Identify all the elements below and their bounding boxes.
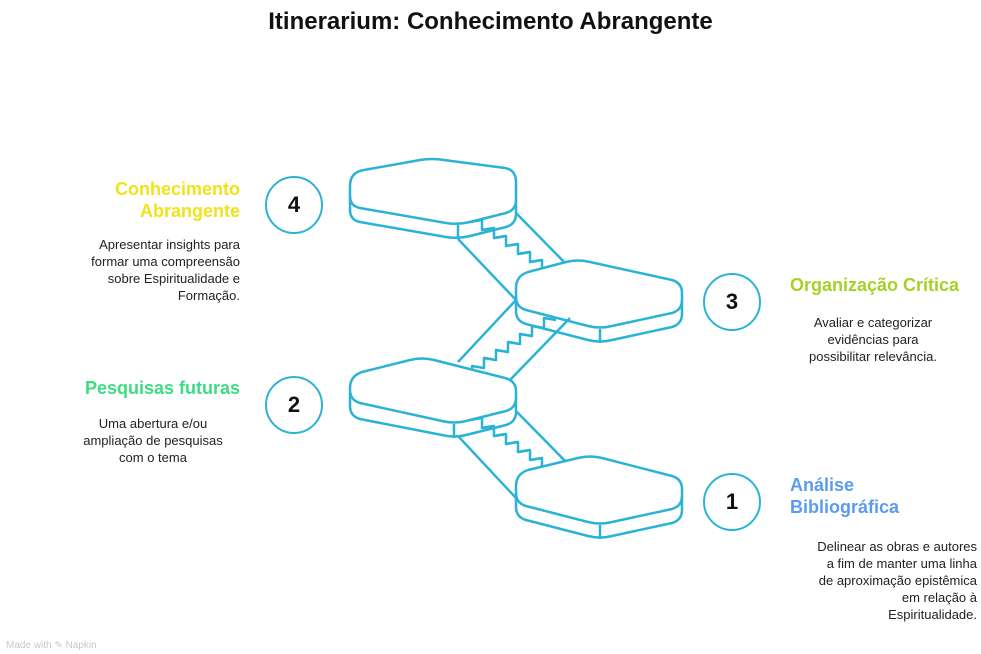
stair-3-2	[457, 299, 571, 381]
step-4-description: Apresentar insights para formar uma comp…	[91, 237, 240, 303]
made-with-napkin-watermark: Made with ✎ Napkin	[6, 640, 97, 651]
step-3-description: Avaliar e categorizar evidências para po…	[809, 315, 937, 364]
landing-3	[514, 259, 684, 343]
step-1-number-badge: 1	[703, 473, 761, 531]
step-4-number-badge: 4	[265, 176, 323, 234]
page-title: Itinerarium: Conhecimento Abrangente	[268, 8, 713, 35]
step-4-number: 4	[287, 192, 301, 217]
step-3-number-badge: 3	[703, 273, 761, 331]
step-2-title: Pesquisas futuras	[84, 378, 240, 398]
stair-4-3	[457, 212, 571, 301]
step-3-number: 3	[725, 289, 739, 314]
landing-1	[514, 455, 684, 539]
step-1-title: Análise Bibliográfica	[790, 475, 900, 517]
step-2-number: 2	[287, 392, 301, 417]
step-1-number: 1	[725, 489, 739, 514]
step-3-title: Organização Crítica	[790, 275, 960, 295]
landing-4	[348, 157, 518, 240]
landing-2	[348, 357, 518, 438]
step-1-description: Delinear as obras e autores a fim de man…	[817, 539, 977, 622]
step-4-title: Conhecimento Abrangente	[114, 179, 240, 221]
step-2-number-badge: 2	[265, 376, 323, 434]
step-2-description: Uma abertura e/ou ampliação de pesquisas…	[83, 416, 223, 465]
